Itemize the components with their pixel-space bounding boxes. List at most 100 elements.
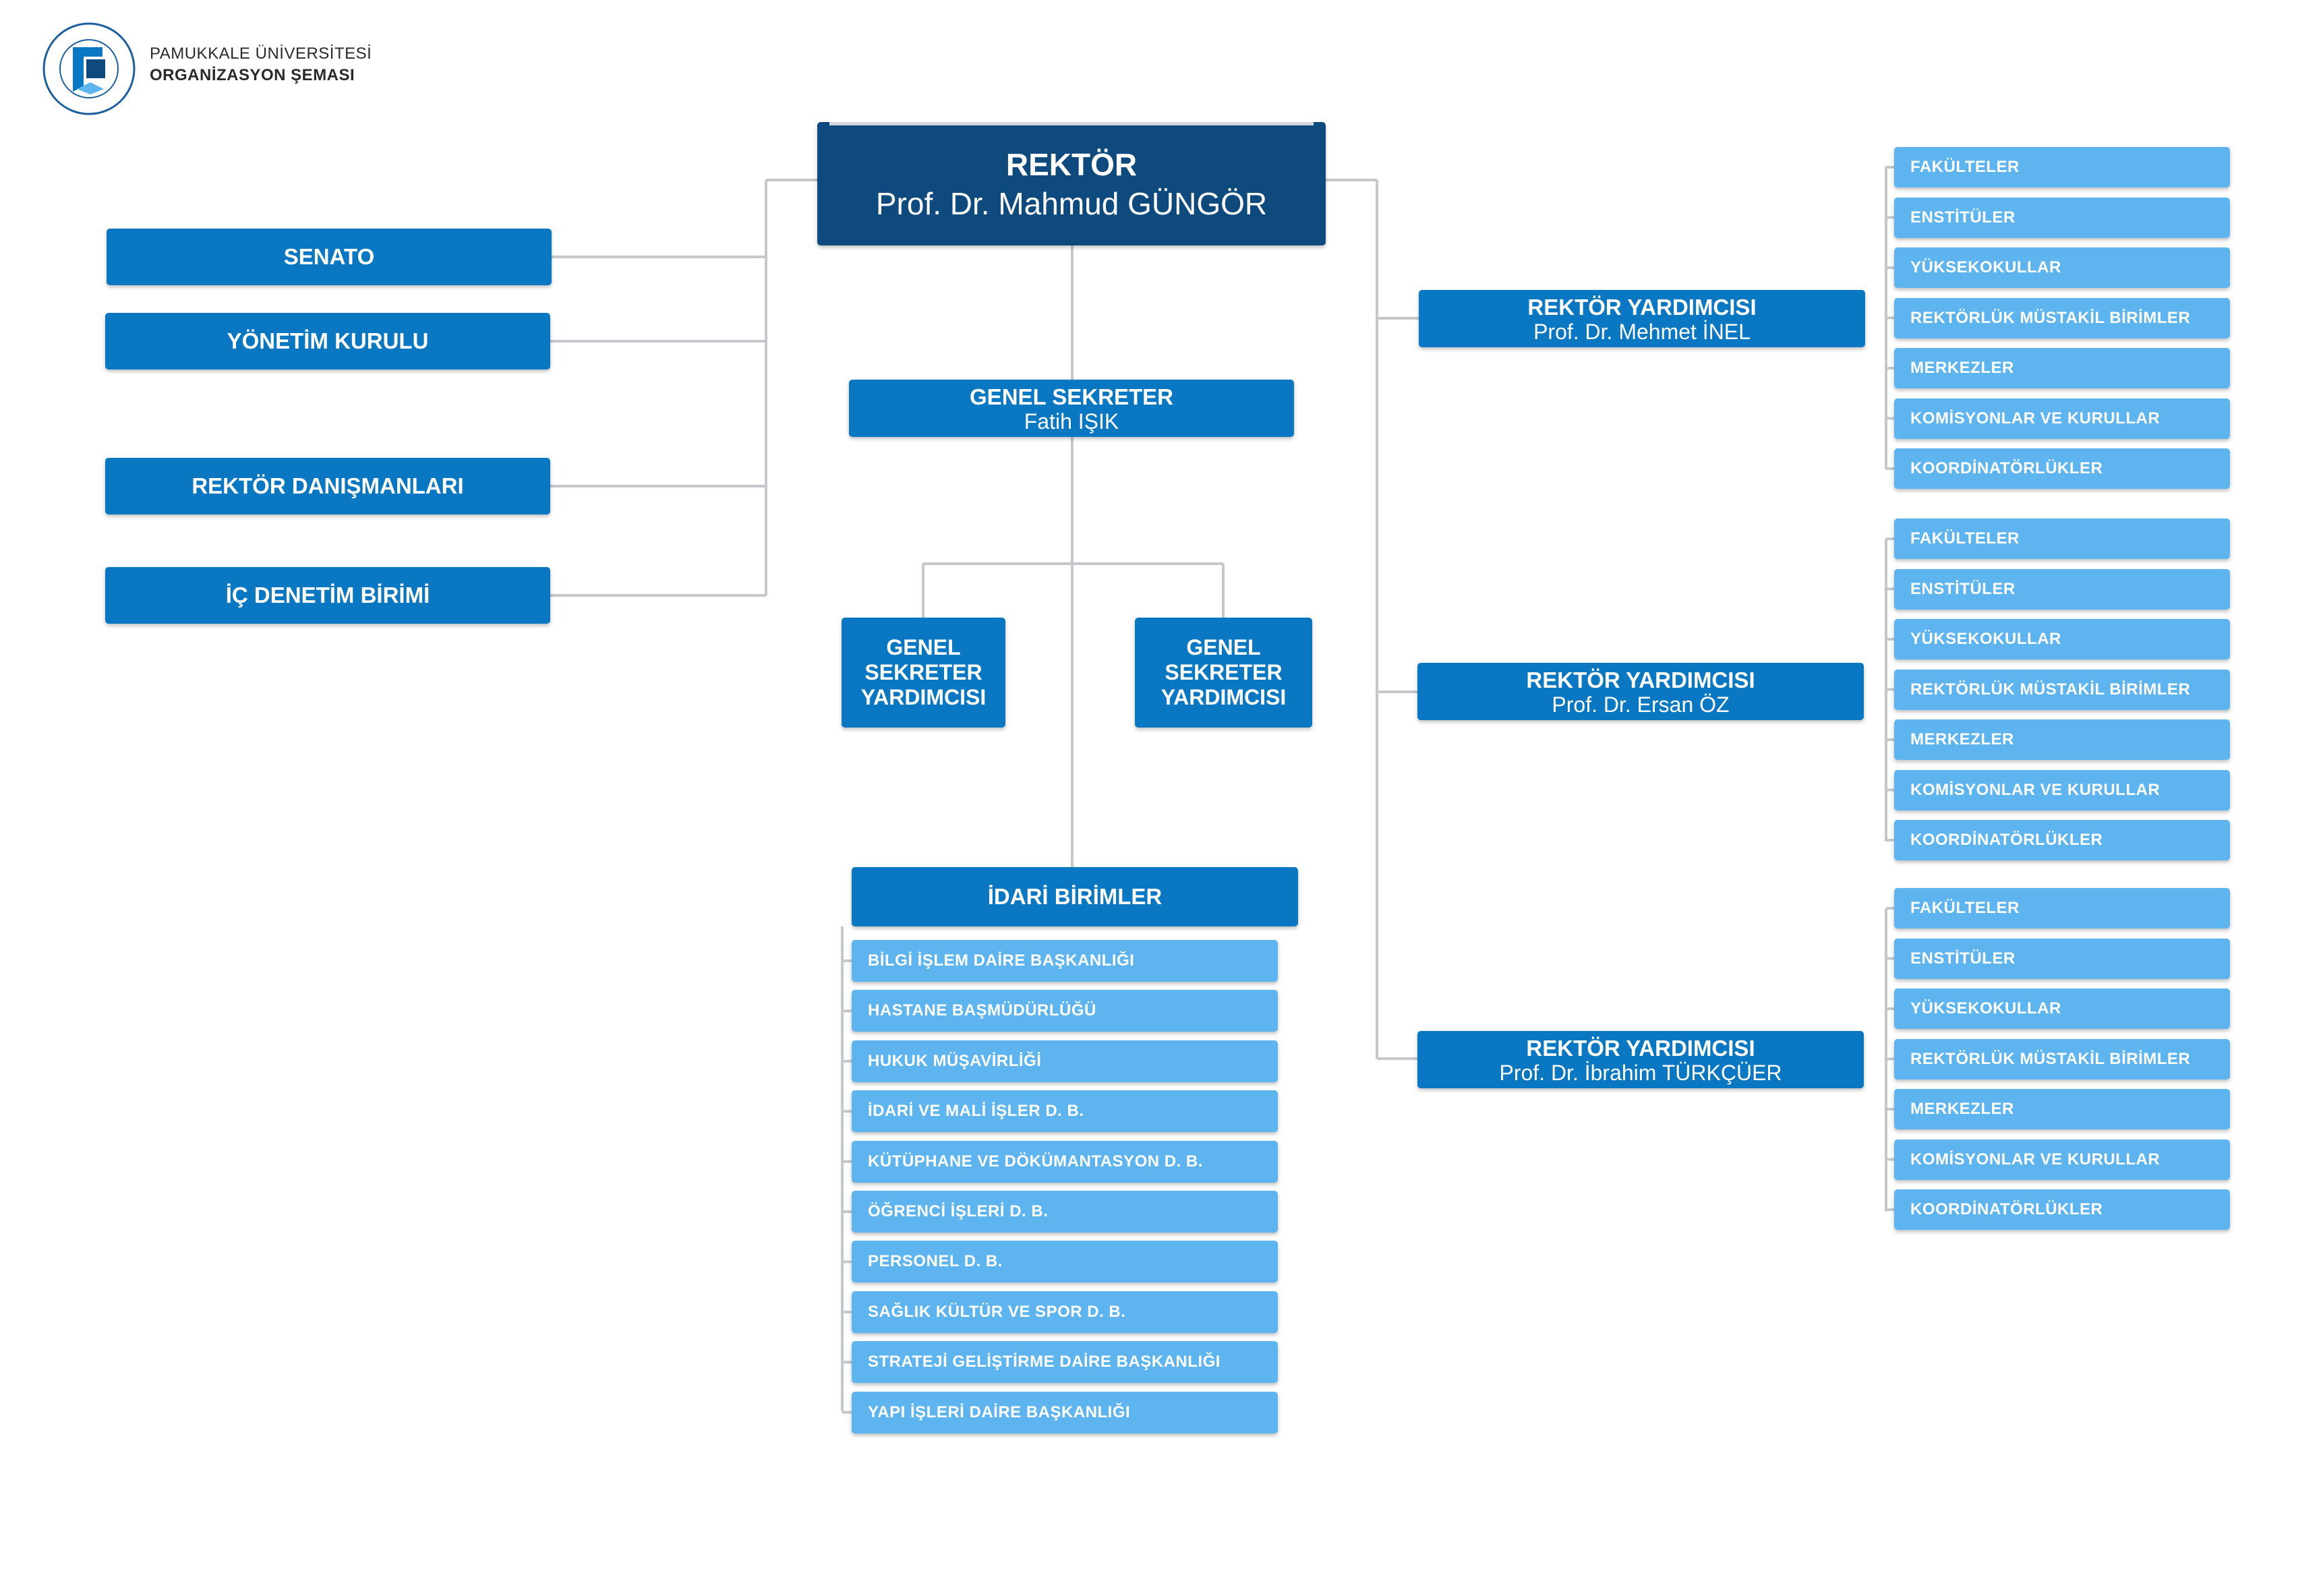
idari-birim-item[interactable]: ÖĞRENCİ İŞLERİ D. B. bbox=[852, 1191, 1278, 1233]
rektor-yardimcisi-unit-item[interactable]: ENSTİTÜLER bbox=[1894, 938, 2230, 979]
rektor-yardimcisi-unit-item[interactable]: ENSTİTÜLER bbox=[1894, 568, 2230, 610]
rektor-yardimcisi-unit-item[interactable]: REKTÖRLÜK MÜSTAKİL BİRİMLER bbox=[1894, 297, 2230, 338]
logo-seal-icon bbox=[42, 22, 136, 115]
rektor-yardimcisi-unit-item-label: YÜKSEKOKULLAR bbox=[1910, 630, 2061, 648]
rektor-yardimcisi-unit-item[interactable]: KOMİSYONLAR VE KURULLAR bbox=[1894, 769, 2230, 810]
rektor-yardimcisi-unit-item-label: MERKEZLER bbox=[1910, 1100, 2014, 1118]
genel-sekreter-yardimcisi-box[interactable]: GENEL SEKRETER YARDIMCISI bbox=[1135, 618, 1312, 728]
gsy-line: YARDIMCISI bbox=[1160, 685, 1287, 709]
gsy-line: SEKRETER bbox=[864, 660, 982, 684]
yonetim-kurulu-box[interactable]: YÖNETİM KURULU bbox=[105, 313, 550, 370]
rektor-yardimcisi-unit-item-label: KOMİSYONLAR VE KURULLAR bbox=[1910, 1150, 2161, 1169]
gsy-line: GENEL bbox=[1186, 635, 1261, 659]
rektor-yardimcisi-unit-item-label: KOORDİNATÖRLÜKLER bbox=[1910, 1200, 2103, 1218]
idari-birim-item-label: ÖĞRENCİ İŞLERİ D. B. bbox=[868, 1202, 1049, 1220]
idari-birim-item[interactable]: PERSONEL D. B. bbox=[852, 1241, 1278, 1283]
idari-birim-item[interactable]: HASTANE BAŞMÜDÜRLÜĞÜ bbox=[852, 990, 1278, 1032]
rektor-yardimcisi-unit-item[interactable]: MERKEZLER bbox=[1894, 1089, 2230, 1129]
chart-title: ORGANİZASYON ŞEMASI bbox=[150, 66, 355, 84]
rektor-yardimcisi-unit-item-label: YÜKSEKOKULLAR bbox=[1910, 258, 2061, 276]
idari-birim-item-label: YAPI İŞLERİ DAİRE BAŞKANLIĞI bbox=[868, 1402, 1131, 1421]
idari-birim-item-label: İDARİ VE MALİ İŞLER D. B. bbox=[868, 1102, 1084, 1121]
senato-label: SENATO bbox=[283, 244, 375, 269]
rektor-yardimcisi-unit-item[interactable]: MERKEZLER bbox=[1894, 348, 2230, 388]
gsy-line: GENEL bbox=[886, 635, 961, 659]
university-logo bbox=[42, 22, 136, 116]
idari-birimler-title: İDARİ BİRİMLER bbox=[987, 884, 1163, 909]
rektor-yardimcisi-unit-item[interactable]: ENSTİTÜLER bbox=[1894, 197, 2230, 238]
yonetim-kurulu-label: YÖNETİM KURULU bbox=[227, 328, 429, 353]
rektor-yardimcisi-name: Prof. Dr. Ersan ÖZ bbox=[1552, 692, 1730, 717]
gsy-line: SEKRETER bbox=[1165, 660, 1283, 684]
rektor-yardimcisi-unit-item-label: ENSTİTÜLER bbox=[1910, 949, 2016, 968]
rektor-yardimcisi-unit-item[interactable]: FAKÜLTELER bbox=[1894, 519, 2230, 559]
rektor-yardimcisi-name: Prof. Dr. Mehmet İNEL bbox=[1533, 319, 1751, 344]
genel-sekreter-name: Fatih IŞIK bbox=[1024, 409, 1119, 434]
rektor-yardimcisi-unit-item-label: ENSTİTÜLER bbox=[1910, 208, 2016, 227]
rektor-danismanlari-box[interactable]: REKTÖR DANIŞMANLARI bbox=[105, 458, 550, 514]
rektor-yardimcisi-box[interactable]: REKTÖR YARDIMCISI Prof. Dr. Mehmet İNEL bbox=[1419, 290, 1865, 347]
rektor-yardimcisi-unit-item-label: MERKEZLER bbox=[1910, 730, 2014, 748]
ic-denetim-birimi-label: İÇ DENETİM BİRİMİ bbox=[225, 583, 430, 608]
rektor-yardimcisi-unit-item-label: REKTÖRLÜK MÜSTAKİL BİRİMLER bbox=[1910, 308, 2191, 327]
rektor-yardimcisi-unit-item[interactable]: KOMİSYONLAR VE KURULLAR bbox=[1894, 398, 2230, 439]
rektor-yardimcisi-unit-item[interactable]: KOORDİNATÖRLÜKLER bbox=[1894, 448, 2230, 489]
rektor-yardimcisi-unit-item-label: REKTÖRLÜK MÜSTAKİL BİRİMLER bbox=[1910, 680, 2191, 699]
rektor-yardimcisi-unit-item-label: FAKÜLTELER bbox=[1910, 158, 2020, 176]
idari-birim-item-label: KÜTÜPHANE VE DÖKÜMANTASYON D. B. bbox=[868, 1152, 1203, 1171]
rektor-yardimcisi-unit-item[interactable]: YÜKSEKOKULLAR bbox=[1894, 988, 2230, 1029]
rektor-yardimcisi-unit-item-label: ENSTİTÜLER bbox=[1910, 579, 2016, 598]
rektor-yardimcisi-unit-item-label: FAKÜLTELER bbox=[1910, 529, 2020, 548]
genel-sekreter-title: GENEL SEKRETER bbox=[970, 384, 1173, 409]
rektor-yardimcisi-unit-item[interactable]: FAKÜLTELER bbox=[1894, 888, 2230, 928]
rektor-box[interactable]: REKTÖR Prof. Dr. Mahmud GÜNGÖR bbox=[817, 122, 1326, 245]
rektor-yardimcisi-title: REKTÖR YARDIMCISI bbox=[1527, 294, 1757, 320]
rektor-yardimcisi-unit-item-label: KOORDİNATÖRLÜKLER bbox=[1910, 459, 2103, 477]
rektor-yardimcisi-unit-item-label: KOMİSYONLAR VE KURULLAR bbox=[1910, 409, 2161, 427]
rektor-yardimcisi-unit-item-label: REKTÖRLÜK MÜSTAKİL BİRİMLER bbox=[1910, 1049, 2191, 1068]
ic-denetim-birimi-box[interactable]: İÇ DENETİM BİRİMİ bbox=[105, 567, 550, 624]
idari-birimler-box[interactable]: İDARİ BİRİMLER bbox=[852, 867, 1298, 926]
rektor-yardimcisi-title: REKTÖR YARDIMCISI bbox=[1526, 1035, 1755, 1061]
idari-birim-item-label: SAĞLIK KÜLTÜR VE SPOR D. B. bbox=[868, 1302, 1126, 1321]
idari-birim-item[interactable]: BİLGİ İŞLEM DAİRE BAŞKANLIĞI bbox=[852, 940, 1278, 982]
genel-sekreter-box[interactable]: GENEL SEKRETER Fatih IŞIK bbox=[849, 380, 1294, 437]
idari-birim-item[interactable]: STRATEJİ GELİŞTİRME DAİRE BAŞKANLIĞI bbox=[852, 1341, 1278, 1384]
rektor-title: REKTÖR bbox=[1005, 146, 1138, 182]
rektor-yardimcisi-unit-item-label: YÜKSEKOKULLAR bbox=[1910, 999, 2061, 1017]
rektor-danismanlari-label: REKTÖR DANIŞMANLARI bbox=[192, 473, 464, 498]
idari-birim-item-label: STRATEJİ GELİŞTİRME DAİRE BAŞKANLIĞI bbox=[868, 1353, 1221, 1371]
rektor-name: Prof. Dr. Mahmud GÜNGÖR bbox=[875, 185, 1268, 221]
idari-birim-item[interactable]: KÜTÜPHANE VE DÖKÜMANTASYON D. B. bbox=[852, 1140, 1278, 1183]
idari-birim-item[interactable]: İDARİ VE MALİ İŞLER D. B. bbox=[852, 1090, 1278, 1133]
rektor-yardimcisi-unit-item[interactable]: REKTÖRLÜK MÜSTAKİL BİRİMLER bbox=[1894, 669, 2230, 710]
rektor-yardimcisi-unit-item[interactable]: KOMİSYONLAR VE KURULLAR bbox=[1894, 1139, 2230, 1180]
rektor-yardimcisi-unit-item[interactable]: YÜKSEKOKULLAR bbox=[1894, 619, 2230, 659]
rektor-yardimcisi-unit-item[interactable]: KOORDİNATÖRLÜKLER bbox=[1894, 1189, 2230, 1230]
idari-birim-item-label: HASTANE BAŞMÜDÜRLÜĞÜ bbox=[868, 1001, 1096, 1020]
rektor-yardimcisi-unit-item-label: KOORDİNATÖRLÜKLER bbox=[1910, 831, 2103, 849]
genel-sekreter-yardimcisi-box[interactable]: GENEL SEKRETER YARDIMCISI bbox=[842, 618, 1005, 728]
rektor-yardimcisi-unit-item[interactable]: REKTÖRLÜK MÜSTAKİL BİRİMLER bbox=[1894, 1038, 2230, 1080]
rektor-yardimcisi-box[interactable]: REKTÖR YARDIMCISI Prof. Dr. İbrahim TÜRK… bbox=[1417, 1031, 1864, 1088]
rektor-yardimcisi-box[interactable]: REKTÖR YARDIMCISI Prof. Dr. Ersan ÖZ bbox=[1417, 663, 1864, 720]
senato-box[interactable]: SENATO bbox=[107, 229, 552, 285]
idari-birim-item[interactable]: HUKUK MÜŞAVİRLİĞİ bbox=[852, 1040, 1278, 1082]
gsy-line: YARDIMCISI bbox=[860, 685, 987, 709]
university-name: PAMUKKALE ÜNİVERSİTESİ bbox=[150, 45, 372, 63]
rektor-top-stripe bbox=[829, 122, 1314, 125]
idari-birim-item[interactable]: SAĞLIK KÜLTÜR VE SPOR D. B. bbox=[852, 1291, 1278, 1333]
idari-birim-item-label: BİLGİ İŞLEM DAİRE BAŞKANLIĞI bbox=[868, 951, 1135, 970]
rektor-yardimcisi-unit-item[interactable]: FAKÜLTELER bbox=[1894, 147, 2230, 187]
rektor-yardimcisi-name: Prof. Dr. İbrahim TÜRKÇÜER bbox=[1499, 1060, 1782, 1085]
rektor-yardimcisi-unit-item[interactable]: MERKEZLER bbox=[1894, 719, 2230, 760]
rektor-yardimcisi-unit-item-label: FAKÜLTELER bbox=[1910, 899, 2020, 917]
rektor-yardimcisi-unit-item-label: MERKEZLER bbox=[1910, 359, 2014, 377]
idari-birim-item-label: HUKUK MÜŞAVİRLİĞİ bbox=[868, 1051, 1042, 1070]
idari-birim-item[interactable]: YAPI İŞLERİ DAİRE BAŞKANLIĞI bbox=[852, 1391, 1278, 1434]
rektor-yardimcisi-unit-item[interactable]: KOORDİNATÖRLÜKLER bbox=[1894, 820, 2230, 860]
rektor-yardimcisi-title: REKTÖR YARDIMCISI bbox=[1526, 667, 1755, 692]
idari-birim-item-label: PERSONEL D. B. bbox=[868, 1252, 1003, 1271]
rektor-yardimcisi-unit-item[interactable]: YÜKSEKOKULLAR bbox=[1894, 247, 2230, 288]
